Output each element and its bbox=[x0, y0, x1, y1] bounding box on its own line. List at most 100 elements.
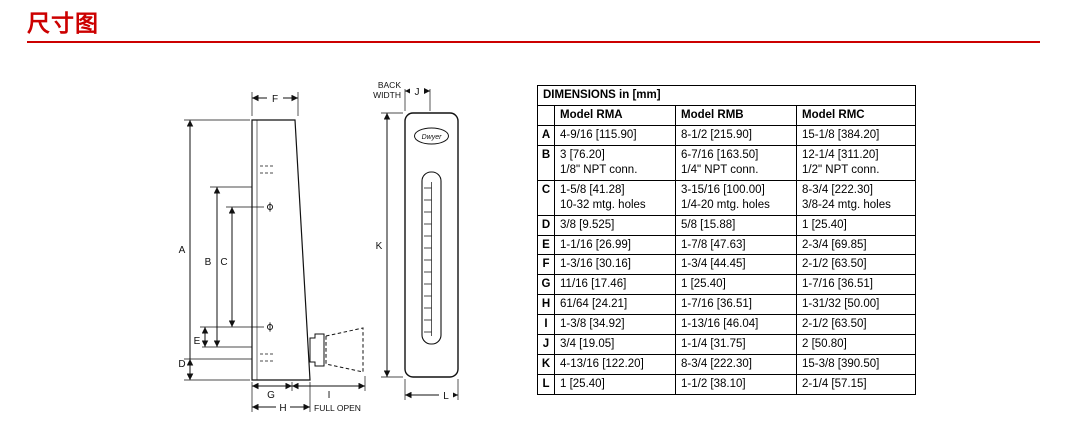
dim-label-c: C bbox=[220, 257, 227, 268]
valve-knob bbox=[309, 333, 325, 367]
full-open-label: FULL OPEN bbox=[314, 403, 361, 413]
dimension-value-cell: 1 [25.40] bbox=[796, 214, 916, 236]
dim-label-e: E bbox=[194, 336, 201, 347]
row-letter-cell: G bbox=[537, 274, 555, 296]
col-header-rmb: Model RMB bbox=[675, 104, 797, 126]
extension-lines bbox=[184, 89, 459, 412]
row-letter-cell: A bbox=[537, 124, 555, 146]
dimension-value-cell: 1-31/32 [50.00] bbox=[796, 294, 916, 316]
dimensions-table: DIMENSIONS in [mm] Model RMA Model RMB M… bbox=[537, 85, 916, 395]
dimension-value-cell: 1-1/16 [26.99] bbox=[554, 234, 676, 256]
flow-tube bbox=[421, 171, 442, 345]
front-view bbox=[404, 112, 459, 378]
brand-logo-text: Dwyer bbox=[422, 134, 443, 141]
mounting-hole-symbol bbox=[266, 202, 274, 332]
dimension-value-cell: 15-1/8 [384.20] bbox=[796, 124, 916, 146]
table-title: DIMENSIONS in [mm] bbox=[537, 85, 916, 106]
row-letter-cell: I bbox=[537, 314, 555, 336]
dimension-value-cell: 2-1/4 [57.15] bbox=[796, 374, 916, 395]
page-title: 尺寸图 bbox=[27, 10, 99, 36]
row-letter-cell: E bbox=[537, 234, 555, 256]
row-letter-cell: L bbox=[537, 374, 555, 395]
dimension-labels: F A B C D E G I H K J L FULL OPEN BACK W… bbox=[178, 80, 449, 414]
dim-label-k: K bbox=[376, 241, 383, 252]
brand-logo bbox=[414, 127, 449, 145]
dim-label-i: I bbox=[328, 390, 331, 401]
dimension-value-cell: 4-13/16 [122.20] bbox=[554, 354, 676, 376]
back-width-label-line2: WIDTH bbox=[373, 90, 401, 100]
dimension-value-cell: 1-7/16 [36.51] bbox=[675, 294, 797, 316]
dim-label-l: L bbox=[443, 391, 449, 402]
dimension-value-cell: 1-3/4 [44.45] bbox=[675, 254, 797, 276]
dimension-value-cell: 5/8 [15.88] bbox=[675, 214, 797, 236]
valve-knob-full-open bbox=[325, 327, 364, 373]
label-backgrounds bbox=[267, 85, 453, 413]
dimension-value-cell: 3/8 [9.525] bbox=[554, 214, 676, 236]
dimension-value-cell: 1-7/16 [36.51] bbox=[796, 274, 916, 296]
dimension-value-cell: 11/16 [17.46] bbox=[554, 274, 676, 296]
dimension-drawing: F A B C D E G I H K J L FULL OPEN BACK W… bbox=[178, 80, 459, 414]
back-width-label-line1: BACK bbox=[378, 80, 401, 90]
dim-label-a: A bbox=[179, 245, 186, 256]
dimension-value-cell: 1 [25.40] bbox=[554, 374, 676, 395]
dimension-value-cell: 1-3/8 [34.92] bbox=[554, 314, 676, 336]
dimension-value-cell: 1-1/2 [38.10] bbox=[675, 374, 797, 395]
row-letter-cell: C bbox=[537, 179, 555, 216]
side-view bbox=[251, 119, 364, 381]
dimension-value-cell: 2-3/4 [69.85] bbox=[796, 234, 916, 256]
col-header-rma: Model RMA bbox=[554, 104, 676, 126]
dim-label-d: D bbox=[178, 359, 185, 370]
corner-cell bbox=[537, 104, 555, 126]
dim-label-f: F bbox=[272, 94, 278, 105]
row-letter-cell: H bbox=[537, 294, 555, 316]
dim-label-b: B bbox=[205, 257, 212, 268]
dimension-value-cell: 2-1/2 [63.50] bbox=[796, 254, 916, 276]
dimension-value-cell: 1-13/16 [46.04] bbox=[675, 314, 797, 336]
dimension-value-cell: 6-7/16 [163.50] 1/4" NPT conn. bbox=[675, 144, 797, 181]
table-title-row: DIMENSIONS in [mm] bbox=[537, 85, 916, 106]
dimension-value-cell: 15-3/8 [390.50] bbox=[796, 354, 916, 376]
dimension-value-cell: 2 [50.80] bbox=[796, 334, 916, 356]
dim-label-j: J bbox=[415, 87, 420, 98]
dimension-value-cell: 3/4 [19.05] bbox=[554, 334, 676, 356]
hidden-lines bbox=[260, 165, 273, 362]
dimension-value-cell: 1-7/8 [47.63] bbox=[675, 234, 797, 256]
scale-ticks bbox=[424, 187, 432, 333]
row-letter-cell: K bbox=[537, 354, 555, 376]
dimension-value-cell: 3 [76.20] 1/8" NPT conn. bbox=[554, 144, 676, 181]
dimension-value-cell: 3-15/16 [100.00] 1/4-20 mtg. holes bbox=[675, 179, 797, 216]
dimension-value-cell: 2-1/2 [63.50] bbox=[796, 314, 916, 336]
title-rule bbox=[27, 41, 1040, 43]
dimension-value-cell: 1-5/8 [41.28] 10-32 mtg. holes bbox=[554, 179, 676, 216]
row-letter-cell: D bbox=[537, 214, 555, 236]
table-header-row: Model RMA Model RMB Model RMC bbox=[537, 104, 916, 126]
dimension-value-cell: 61/64 [24.21] bbox=[554, 294, 676, 316]
dimension-value-cell: 1 [25.40] bbox=[675, 274, 797, 296]
dimension-value-cell: 12-1/4 [311.20] 1/2" NPT conn. bbox=[796, 144, 916, 181]
dimension-value-cell: 4-9/16 [115.90] bbox=[554, 124, 676, 146]
dimension-value-cell: 8-1/2 [215.90] bbox=[675, 124, 797, 146]
col-header-rmc: Model RMC bbox=[796, 104, 916, 126]
front-view-body bbox=[404, 112, 459, 378]
row-letter-cell: B bbox=[537, 144, 555, 181]
row-letter-cell: J bbox=[537, 334, 555, 356]
dimension-value-cell: 1-1/4 [31.75] bbox=[675, 334, 797, 356]
row-letter-cell: F bbox=[537, 254, 555, 276]
dimension-value-cell: 8-3/4 [222.30] 3/8-24 mtg. holes bbox=[796, 179, 916, 216]
dim-label-h: H bbox=[279, 403, 286, 414]
dimension-value-cell: 1-3/16 [30.16] bbox=[554, 254, 676, 276]
side-view-body bbox=[251, 119, 311, 381]
dimension-value-cell: 8-3/4 [222.30] bbox=[675, 354, 797, 376]
